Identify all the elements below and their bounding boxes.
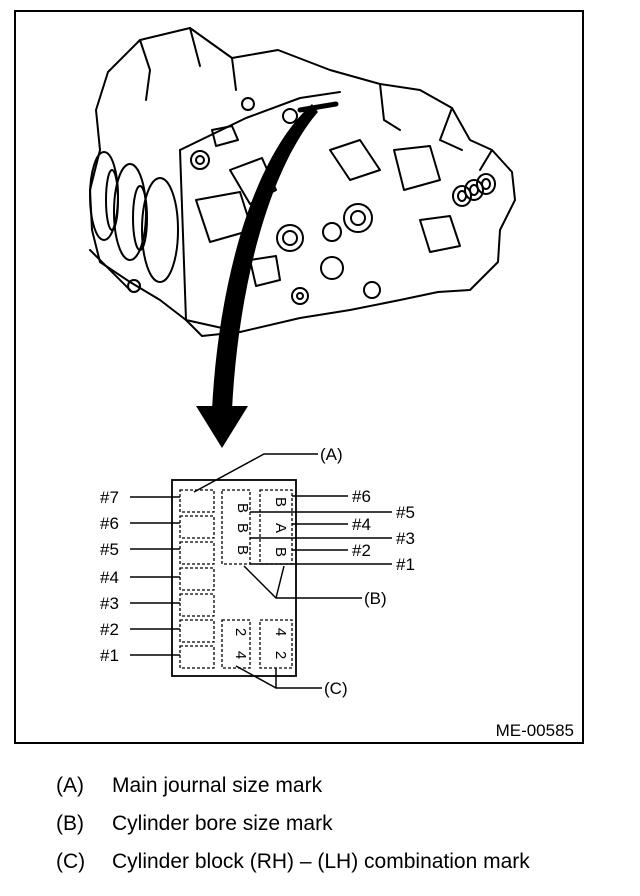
left-cylinder-labels: #7 #6 #5 #4 #3 #2 #1	[100, 488, 119, 665]
engine-block-illustration	[89, 27, 516, 337]
bore-mark-2: B	[234, 523, 251, 533]
left-label-7: #7	[100, 488, 119, 507]
callout-b: (B)	[364, 589, 387, 608]
combination-mark-4: 2	[272, 651, 289, 659]
bore-mark-4: B	[272, 497, 289, 507]
legend-text: Main journal size mark	[112, 774, 323, 797]
pointer-arrow	[212, 104, 318, 410]
right-label-4: #4	[352, 515, 371, 534]
legend-item-a: (A) Main journal size mark	[56, 774, 322, 798]
combination-mark-2: 4	[232, 651, 249, 659]
bore-mark-5: A	[272, 523, 289, 533]
engine-block-diagram: B B B B A B 2 4 4 2	[89, 27, 516, 698]
mark-panel	[171, 479, 297, 677]
left-label-1: #1	[100, 646, 119, 665]
legend-key: (B)	[56, 812, 84, 835]
figure-frame	[14, 10, 584, 744]
right-label-3: #3	[396, 529, 415, 548]
combination-mark-1: 2	[232, 628, 249, 636]
left-label-4: #4	[100, 568, 119, 587]
bore-mark-6: B	[272, 547, 289, 557]
bore-mark-1: B	[234, 503, 251, 513]
legend-text: Cylinder bore size mark	[112, 812, 333, 835]
legend-key: (A)	[56, 774, 84, 797]
combination-mark-digits: 2 4 4 2	[232, 628, 289, 659]
bore-mark-letters: B B B B A B	[234, 497, 289, 557]
leader-lines	[130, 453, 392, 689]
legend-item-c: (C) Cylinder block (RH) – (LH) combinatio…	[56, 850, 530, 874]
callout-c: (C)	[324, 679, 348, 698]
figure-code: ME-00585	[495, 721, 574, 740]
left-label-3: #3	[100, 594, 119, 613]
bore-mark-3: B	[234, 545, 251, 555]
left-label-5: #5	[100, 540, 119, 559]
right-cylinder-labels: #6 #5 #4 #3 #2 #1	[352, 487, 415, 574]
right-label-1: #1	[396, 555, 415, 574]
callout-a: (A)	[320, 445, 343, 464]
left-label-2: #2	[100, 620, 119, 639]
legend-item-b: (B) Cylinder bore size mark	[56, 812, 333, 836]
right-label-5: #5	[396, 503, 415, 522]
arrow-head	[196, 406, 248, 448]
legend-text: Cylinder block (RH) – (LH) combination m…	[112, 850, 530, 873]
legend-key: (C)	[56, 850, 86, 873]
left-label-6: #6	[100, 514, 119, 533]
combination-mark-3: 4	[272, 628, 289, 636]
right-label-2: #2	[352, 541, 371, 560]
right-label-6: #6	[352, 487, 371, 506]
